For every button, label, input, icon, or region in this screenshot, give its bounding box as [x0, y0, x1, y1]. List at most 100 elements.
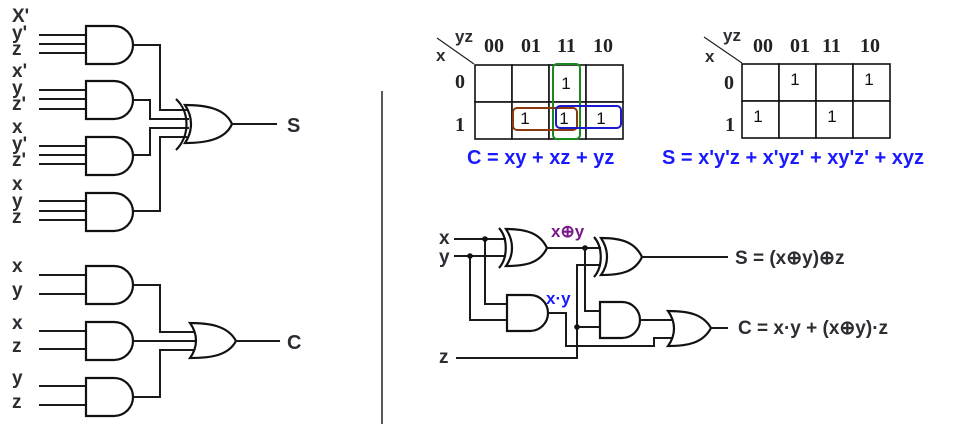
- and-gate: [84, 24, 135, 66]
- kmap-grid: [741, 63, 891, 139]
- wire-x-branch: [484, 239, 507, 305]
- kmap-cell-value: 1: [596, 109, 605, 128]
- input-label: y: [12, 78, 23, 99]
- input-label-x: x: [439, 228, 450, 249]
- kmap-cell-value: 1: [520, 109, 529, 128]
- wire-xor1-to-and2: [584, 248, 600, 312]
- wire: [133, 136, 187, 212]
- input-wires: [39, 330, 86, 350]
- kmap-cell: [585, 64, 624, 103]
- input-wires: [39, 34, 86, 54]
- kmap-cell: [474, 101, 513, 140]
- input-wires: [39, 200, 86, 221]
- xor-gate-2: [598, 236, 644, 277]
- wire-y-branch: [469, 256, 507, 321]
- kmap-row-var: x: [705, 47, 715, 66]
- kmap-col-var: yz: [455, 27, 473, 46]
- input-label-z: z: [439, 347, 449, 368]
- kmap-cell-value: 1: [559, 109, 568, 128]
- kmap-sum: yz x 00 01 11 10 0 1 1 1 1 1 S = x'y'z +…: [662, 26, 924, 169]
- input-label-y: y: [439, 247, 450, 268]
- xor-gate-back-arc: [175, 98, 188, 151]
- or-gate: [665, 309, 713, 348]
- kmap-cell: [852, 100, 891, 139]
- input-label: z: [12, 39, 22, 60]
- and-gate-2: [598, 300, 642, 340]
- input-label: z': [12, 94, 26, 115]
- full-adder-circuit: x y z x⊕y S = (x⊕y)⊕z x·y: [439, 222, 888, 368]
- kmap-carry: yz x 00 01 11 10 0 1 1 1 1 1 C = xy + xz…: [436, 27, 624, 169]
- kmap-cell-value: 1: [561, 74, 570, 93]
- kmap-cell-value: 1: [864, 70, 873, 89]
- input-label: x: [12, 174, 23, 195]
- and-label: x·y: [546, 289, 571, 308]
- carry-output-label: C = x·y + (x⊕y)·z: [738, 318, 888, 339]
- kmap-col-header: 01: [790, 35, 810, 57]
- input-label: y: [12, 191, 23, 212]
- and-gate: [84, 320, 135, 362]
- input-label: z: [12, 392, 22, 413]
- kmap-cell-value: 1: [827, 107, 836, 126]
- junction-dot: [482, 236, 488, 242]
- kmap-cell: [815, 100, 854, 139]
- kmap-row-header: 1: [725, 114, 735, 136]
- carry-sop-circuit: x y x z y z C: [12, 256, 301, 418]
- input-wires: [39, 89, 86, 110]
- input-label: z': [12, 150, 26, 171]
- kmap-col-header: 00: [753, 35, 773, 57]
- kmap-corner-diagonal: [703, 36, 743, 64]
- input-label: y': [12, 23, 27, 44]
- wire: [133, 44, 187, 111]
- input-label: y: [12, 368, 23, 389]
- kmap-cell: [815, 63, 854, 102]
- wire: [133, 284, 194, 333]
- kmap-cell: [511, 64, 550, 103]
- input-label: z: [12, 207, 22, 228]
- kmap-col-header: 11: [822, 35, 841, 57]
- input-label: y: [12, 280, 23, 301]
- kmap-row-header: 0: [724, 72, 734, 94]
- kmap-cell: [778, 100, 817, 139]
- kmap-group-yz: [552, 63, 581, 140]
- and-gate: [84, 264, 135, 306]
- kmap-col-header: 10: [593, 35, 613, 57]
- wire-z: [456, 264, 601, 359]
- input-wires: [39, 145, 86, 165]
- and-gate: [84, 191, 135, 233]
- kmap-group-xz: [512, 107, 578, 131]
- output-label-c: C: [287, 332, 301, 354]
- xor-label: x⊕y: [551, 222, 585, 241]
- kmap-row-header: 0: [455, 71, 465, 93]
- kmap-cell: [474, 64, 513, 103]
- kmap-cell: [741, 100, 780, 139]
- kmap-col-header: 11: [557, 35, 576, 57]
- junction-dot: [467, 253, 473, 259]
- kmap-col-header: 00: [484, 35, 504, 57]
- xor-gate-back-arc: [498, 227, 507, 269]
- kmap-cell-value: 1: [790, 70, 799, 89]
- input-label: x': [12, 61, 27, 82]
- input-label: y': [12, 134, 27, 155]
- wire-and1-out: [548, 312, 672, 347]
- output-label-s: S: [287, 115, 300, 137]
- kmap-col-header: 10: [860, 35, 880, 57]
- wire: [133, 99, 189, 120]
- sum-equation: S = x'y'z + x'yz' + xy'z' + xyz: [662, 147, 924, 169]
- kmap-col-var: yz: [723, 26, 741, 45]
- carry-equation: C = xy + xz + yz: [467, 147, 614, 169]
- kmap-cell: [852, 63, 891, 102]
- wire: [133, 127, 189, 156]
- sum-output-label: S = (x⊕y)⊕z: [735, 248, 844, 269]
- input-label: X': [12, 6, 29, 27]
- and-gate: [84, 376, 135, 418]
- xor-gate-back-arc: [593, 236, 602, 278]
- kmap-cell: [741, 63, 780, 102]
- xor-gate: [182, 103, 234, 145]
- kmap-row-var: x: [436, 46, 446, 65]
- sum-sop-circuit: X' y' z x' y z' x y' z' x y z S: [12, 6, 300, 233]
- input-label: x: [12, 117, 23, 138]
- kmap-group-xy: [555, 105, 622, 129]
- kmap-row-header: 1: [455, 114, 465, 136]
- kmap-cell-value: 1: [753, 107, 762, 126]
- input-label: x: [12, 313, 23, 334]
